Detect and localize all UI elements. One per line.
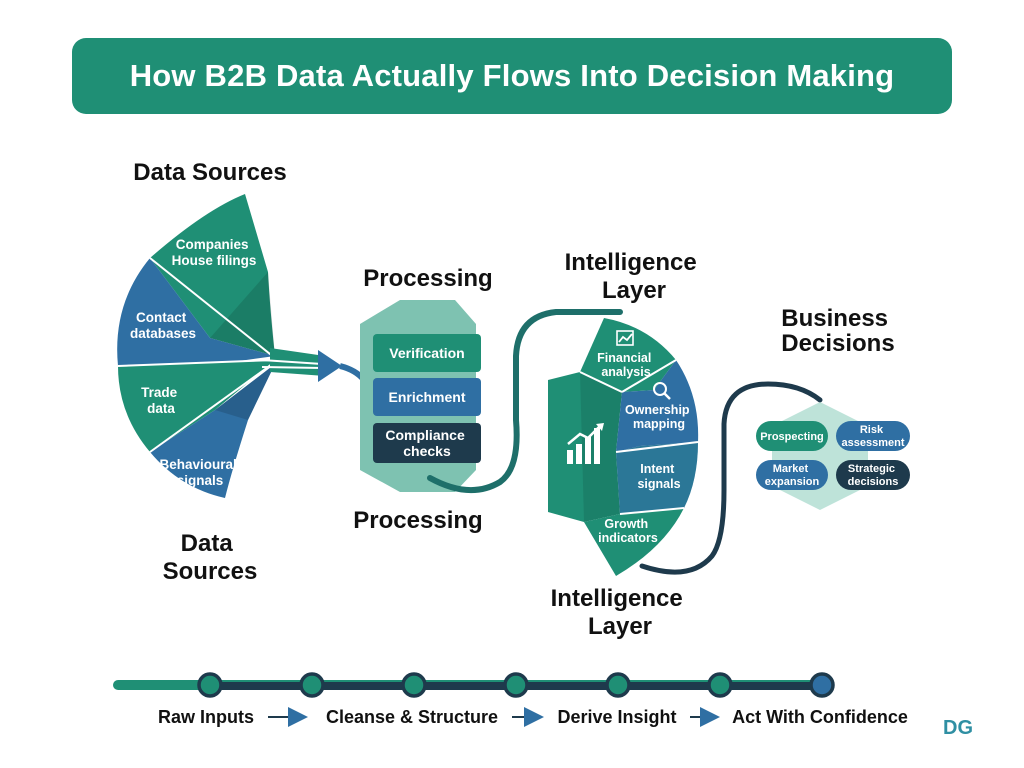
data-sources-caption: Data Sources	[163, 530, 258, 585]
timeline-node	[299, 672, 325, 698]
intelligence-ring	[548, 318, 699, 576]
decision-risk-label: Risk assessment	[842, 424, 905, 449]
processing-compliance[interactable]	[373, 423, 481, 463]
bar-chart-growth-icon	[567, 423, 604, 464]
source-segment-trade[interactable]	[118, 360, 275, 452]
intel-segment-ownership[interactable]	[616, 360, 699, 452]
line-chart-icon	[616, 330, 634, 346]
timeline	[113, 672, 835, 698]
processing-heading: Processing	[363, 265, 492, 292]
intelligence-caption: Intelligence Layer	[551, 585, 690, 640]
timeline-node	[605, 672, 631, 698]
data-sources-heading: Data Sources	[133, 159, 286, 186]
processing-caption: Processing	[353, 507, 482, 534]
intel-segment-growth[interactable]	[584, 508, 684, 576]
logo-text: DG	[943, 717, 973, 739]
source-label-companies: Companies House filings	[172, 237, 257, 268]
intel-label-intent: Intent signals	[637, 462, 680, 491]
magnifier-icon	[653, 382, 671, 400]
timeline-node	[401, 672, 427, 698]
timeline-node	[197, 672, 223, 698]
source-segment-behavioural[interactable]	[150, 364, 275, 498]
decision-market-label: Market expansion	[765, 463, 820, 488]
timeline-labels: Raw Inputs Cleanse & Structure Derive In…	[158, 707, 908, 727]
timeline-step-raw-inputs: Raw Inputs	[158, 707, 254, 727]
processing-enrichment-label: Enrichment	[388, 389, 465, 405]
intel-label-ownership: Ownership mapping	[625, 403, 693, 431]
timeline-node	[809, 672, 835, 698]
timeline-node	[707, 672, 733, 698]
processing-to-intelligence-connector	[427, 309, 623, 494]
decision-prospecting-label: Prospecting	[760, 431, 824, 443]
page-title: How B2B Data Actually Flows Into Decisio…	[129, 58, 895, 93]
decision-market[interactable]	[756, 460, 828, 490]
decision-strategic[interactable]	[836, 460, 910, 490]
timeline-node	[503, 672, 529, 698]
intel-segment-intent[interactable]	[616, 442, 698, 514]
timeline-step-derive: Derive Insight	[557, 707, 676, 727]
decisions-hexagon	[772, 402, 868, 510]
decision-strategic-label: Strategic decisions	[848, 463, 899, 488]
intelligence-heading: Intelligence Layer	[565, 249, 704, 304]
timeline-step-cleanse: Cleanse & Structure	[326, 707, 498, 727]
intelligence-to-decisions-connector	[639, 381, 823, 575]
source-label-contact: Contact databases	[130, 310, 196, 341]
processing-enrichment[interactable]	[373, 378, 481, 416]
timeline-step-act: Act With Confidence	[732, 707, 908, 727]
decision-prospecting[interactable]	[756, 421, 828, 451]
source-segment-companies[interactable]	[150, 194, 275, 356]
title-banner: How B2B Data Actually Flows Into Decisio…	[72, 38, 952, 114]
intel-label-financial: Financial analysis	[597, 351, 655, 379]
processing-verification[interactable]	[373, 334, 481, 372]
processing-compliance-label: Compliance checks	[385, 427, 468, 459]
data-sources-fan	[117, 194, 342, 498]
processing-verification-label: Verification	[389, 345, 464, 361]
decision-risk[interactable]	[836, 421, 910, 451]
intel-label-growth: Growth indicators	[598, 517, 658, 545]
dg-logo: DG	[943, 714, 973, 739]
source-label-behavioural: Behavioural signals	[159, 457, 240, 488]
source-segment-contact[interactable]	[117, 258, 275, 366]
source-label-trade: Trade data	[141, 385, 181, 416]
decisions-heading: Business Decisions	[781, 305, 894, 357]
